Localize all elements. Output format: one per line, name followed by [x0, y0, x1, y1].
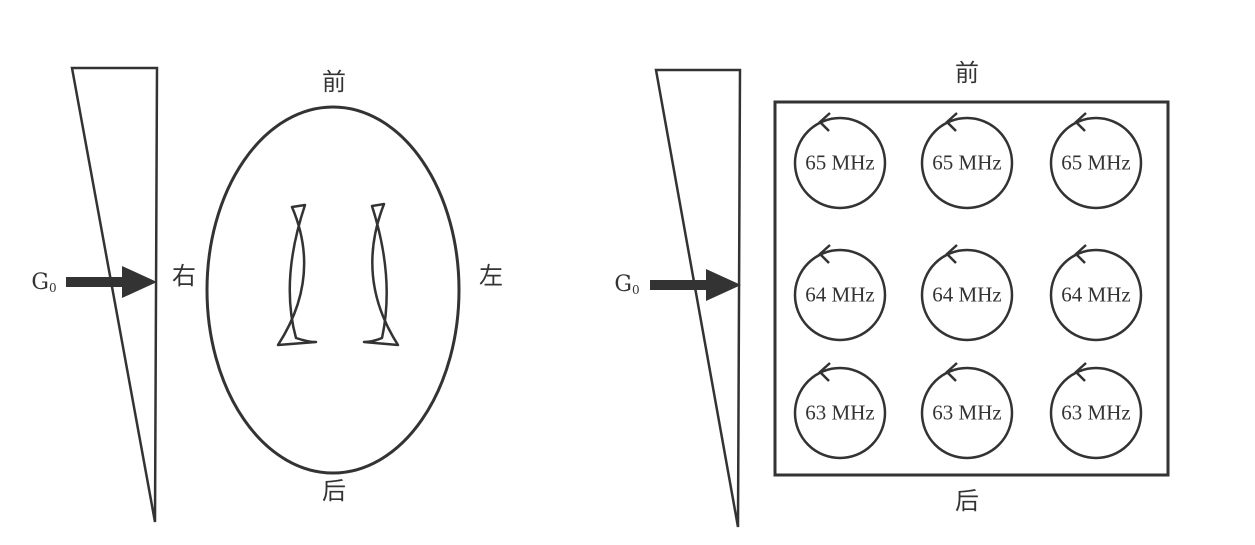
frequency-label: 63 MHz — [805, 400, 875, 425]
frequency-label: 63 MHz — [932, 400, 1002, 425]
g0-label-right: G0 — [614, 272, 640, 297]
rotation-arrow-icon — [945, 362, 958, 382]
rotation-arrow-icon — [818, 112, 831, 132]
precession-circle — [1049, 116, 1143, 210]
precession-circles — [793, 112, 1143, 460]
slice-square — [773, 100, 1170, 477]
label-back-left: 后 — [322, 477, 346, 505]
crescent-right — [362, 202, 400, 347]
crescent-left — [276, 203, 318, 347]
rotation-arrow-icon — [945, 244, 958, 264]
g0-arrow-left — [66, 266, 157, 298]
label-right-side: 右 — [172, 262, 196, 290]
rotation-arrow-icon — [1074, 244, 1087, 264]
head-ellipse — [205, 105, 461, 475]
precession-circle — [793, 248, 887, 342]
g0-label-left: G0 — [31, 270, 57, 295]
rotation-arrow-icon — [1074, 362, 1087, 382]
frequency-label: 64 MHz — [1061, 282, 1131, 307]
rotation-arrow-icon — [818, 244, 831, 264]
label-front-left: 前 — [322, 68, 346, 96]
label-front-right: 前 — [955, 59, 979, 87]
rotation-arrow-icon — [818, 362, 831, 382]
label-back-right: 后 — [955, 487, 979, 515]
frequency-label: 64 MHz — [932, 282, 1002, 307]
precession-circle — [920, 248, 1014, 342]
precession-circle — [920, 116, 1014, 210]
rotation-arrow-icon — [945, 112, 958, 132]
rotation-arrow-icon — [1074, 112, 1087, 132]
label-left-side: 左 — [479, 262, 503, 290]
precession-circle — [1049, 366, 1143, 460]
precession-circle — [793, 366, 887, 460]
frequency-label: 64 MHz — [805, 282, 875, 307]
frequency-label: 65 MHz — [805, 150, 875, 175]
g0-arrow-right — [650, 269, 741, 301]
gradient-wedge-left — [70, 66, 159, 523]
precession-circle — [1049, 248, 1143, 342]
precession-circle — [793, 116, 887, 210]
precession-circle — [920, 366, 1014, 460]
frequency-label: 65 MHz — [932, 150, 1002, 175]
frequency-label: 65 MHz — [1061, 150, 1131, 175]
gradient-wedge-right — [654, 68, 742, 528]
frequency-label: 63 MHz — [1061, 400, 1131, 425]
